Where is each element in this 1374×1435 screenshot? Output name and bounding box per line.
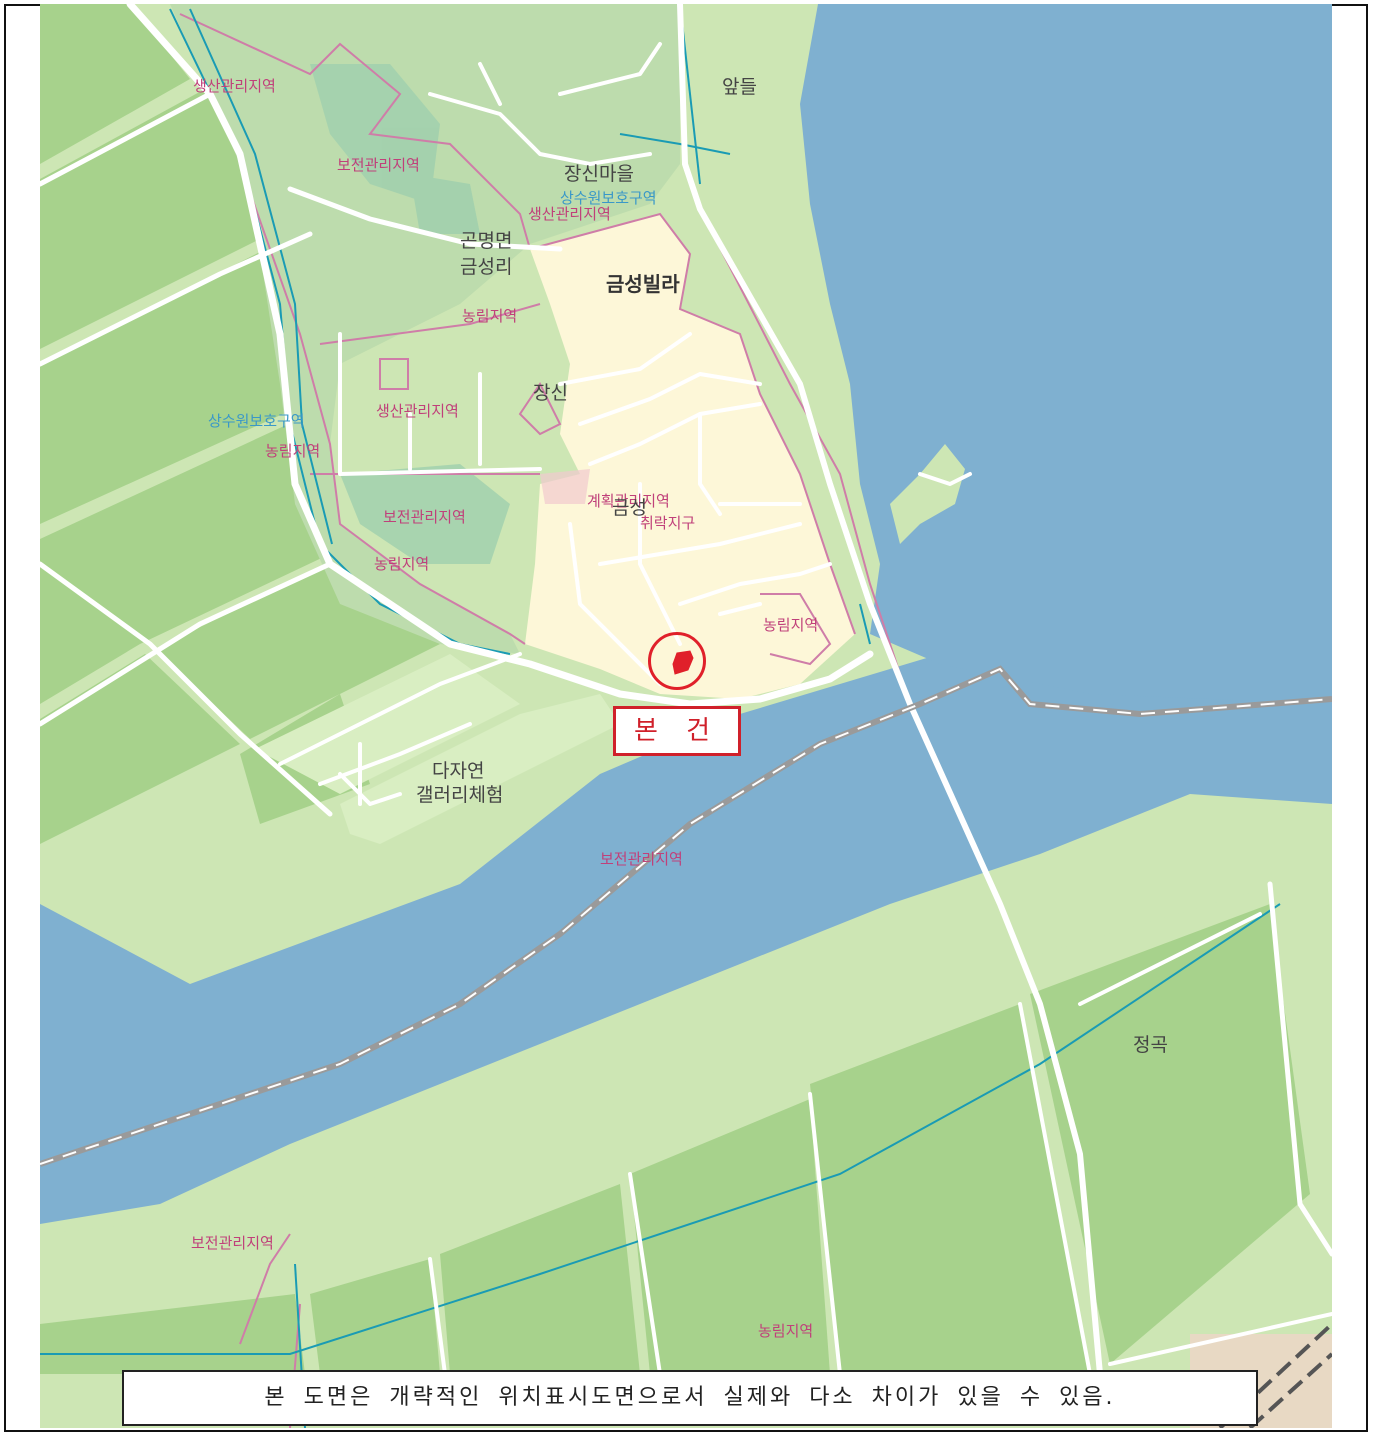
zone-label: 농림지역 (758, 1322, 814, 1340)
map-canvas[interactable] (40, 4, 1332, 1428)
river-main (40, 634, 1332, 1224)
place-label-bold: 금성빌라 (606, 272, 680, 296)
zone-label: 농림지역 (763, 616, 819, 634)
map-disclaimer: 본 도면은 개략적인 위치표시도면으로서 실제와 다소 차이가 있을 수 있음. (122, 1370, 1258, 1426)
place-label: 장신 (533, 382, 568, 404)
zone-label-overlap: 농림지역 (265, 442, 321, 460)
zone-label-water: 상수원보호구역 (560, 189, 657, 207)
zone-label: 보전관리지역 (337, 156, 420, 174)
place-label: 장신마을 (564, 163, 634, 185)
admin-boundary (40, 665, 1332, 1167)
zone-label: 생산관리지역 (528, 205, 611, 223)
left-pale-fields (255, 654, 620, 844)
subject-label: 본 건 (613, 706, 741, 756)
zone-label: 농림지역 (462, 307, 518, 325)
road-network (40, 4, 1332, 1377)
zone-label: 생산관리지역 (376, 402, 459, 420)
lower-fields (40, 904, 1310, 1374)
subject-marker-circle[interactable] (648, 632, 706, 690)
zone-label: 계획관리지역 (587, 492, 670, 510)
river-right (800, 4, 1332, 704)
subject-parcel-icon (672, 650, 694, 675)
place-label: 정곡 (1133, 1034, 1168, 1056)
river-island (890, 444, 965, 544)
zone-label: 보전관리지역 (600, 850, 683, 868)
zone-label: 농림지역 (374, 555, 430, 573)
place-label: 갤러리체험 (416, 784, 504, 806)
zone-label-water: 상수원보호구역 (208, 412, 305, 430)
zone-label: 보전관리지역 (383, 508, 466, 526)
zone-label: 보전관리지역 (191, 1234, 274, 1252)
railway-line (1218, 1322, 1332, 1428)
place-label: 앞들 (722, 76, 757, 98)
place-label: 금성리 (460, 256, 513, 278)
village-pink-patch (540, 469, 590, 504)
place-label: 곤명면 (460, 230, 513, 252)
zone-label: 생산관리지역 (193, 77, 276, 95)
place-label: 금성 (612, 497, 647, 519)
zone-label-overlap: 취락지구 (640, 514, 696, 532)
place-label: 다자연 (432, 760, 485, 782)
